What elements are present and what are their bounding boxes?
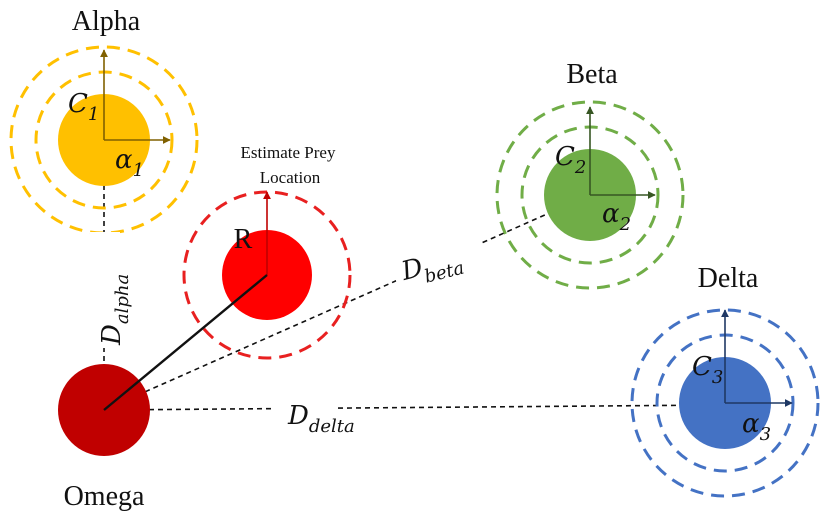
delta-label: Delta [698, 263, 759, 294]
beta-node: Beta C2 α2 [495, 59, 685, 290]
distance-delta-label-bg [272, 392, 334, 430]
distance-beta-label-bg [389, 233, 486, 290]
distance-line-beta [103, 194, 591, 411]
prey-caption-line1: Estimate Prey [241, 143, 336, 162]
prey-caption-line2: Location [260, 168, 321, 187]
delta-coefficient-label: C3 [692, 352, 723, 388]
prey-node: R Estimate Prey Location [182, 143, 352, 360]
beta-label: Beta [566, 59, 618, 90]
alpha-label: Alpha [72, 6, 141, 37]
beta-outer-ring [495, 100, 685, 290]
distance-alpha-label: Dalpha [97, 274, 133, 346]
omega-to-prey-line [103, 274, 268, 411]
alpha-angle-label: α1 [115, 145, 144, 181]
delta-outer-ring [630, 308, 820, 498]
delta-node: Delta C3 α3 [630, 263, 820, 498]
beta-coefficient-label: C2 [555, 142, 586, 178]
prey-label: R [234, 224, 253, 255]
omega-label: Omega [64, 481, 145, 512]
beta-angle-label: α2 [602, 199, 631, 235]
alpha-outer-ring [9, 45, 199, 235]
alpha-node: Alpha C1 α1 [9, 6, 199, 235]
omega-node: Omega [58, 364, 150, 512]
distance-delta-label: Ddelta [287, 401, 355, 437]
distance-alpha-label-bg [90, 232, 120, 348]
alpha-coefficient-label: C1 [68, 89, 99, 125]
distance-line-delta [103, 404, 723, 411]
delta-angle-label: α3 [742, 409, 771, 445]
